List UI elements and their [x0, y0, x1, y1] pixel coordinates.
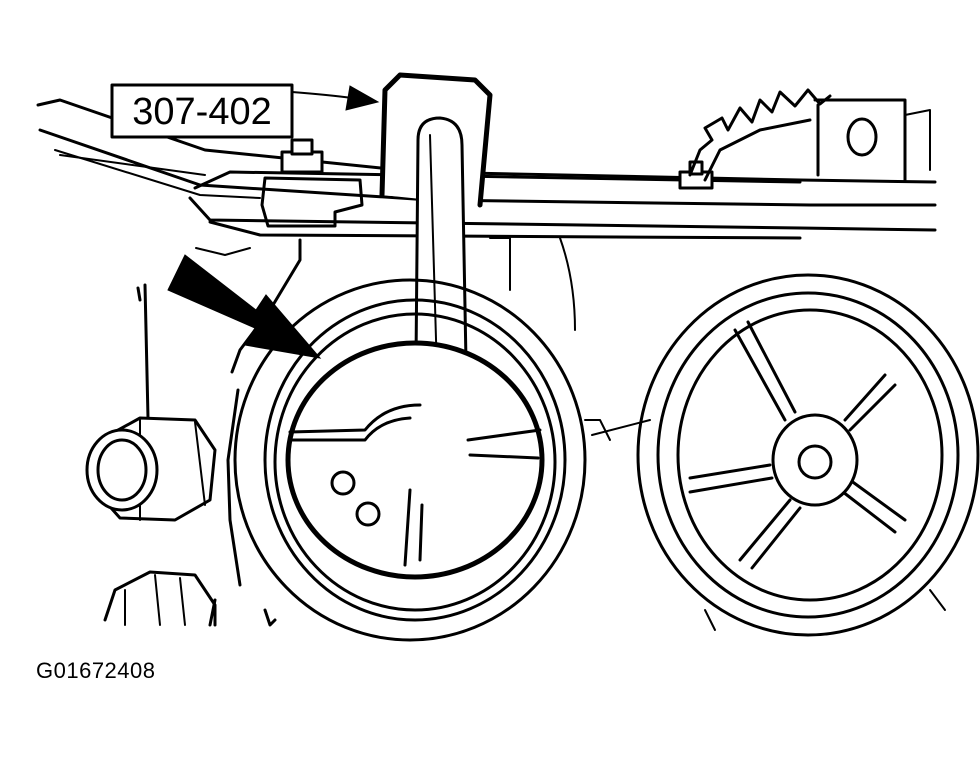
tool-callout: 307-402: [110, 83, 294, 139]
engine-block: [136, 237, 946, 631]
head-bolt-left: [260, 138, 364, 228]
crankshaft-pulley: [233, 278, 587, 642]
figure-id-label: G01672408: [36, 658, 156, 683]
hex-nut: [85, 416, 217, 522]
callout-arrow-icon: [291, 85, 380, 111]
pointer-arrow-icon: [167, 254, 322, 359]
cam-sprocket: [688, 88, 931, 182]
tool-number-label: 307-402: [132, 91, 271, 133]
idler-pulley: [636, 273, 980, 637]
threaded-fitting: [103, 570, 217, 627]
